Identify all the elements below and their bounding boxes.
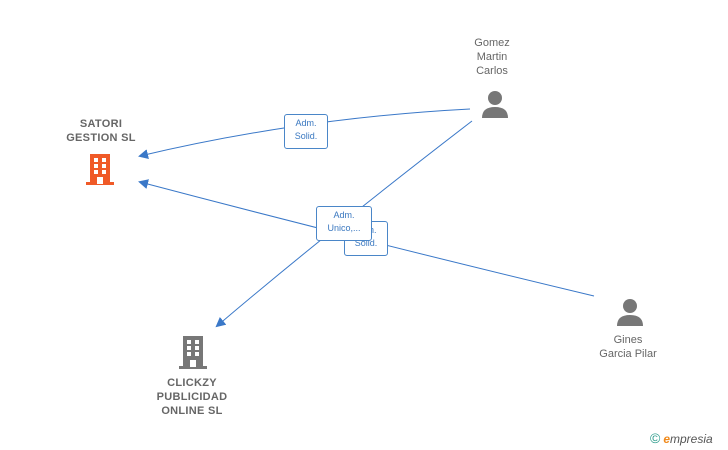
company-label-satori[interactable]: SATORI GESTION SL (66, 118, 136, 144)
building-icon[interactable] (177, 334, 209, 370)
person-icon[interactable] (480, 89, 510, 119)
brand-name: mpresia (670, 432, 713, 446)
person-icon[interactable] (615, 297, 645, 327)
company-label-clickzy[interactable]: CLICKZY PUBLICIDAD ONLINE SL (156, 377, 228, 417)
edge-label-gomez-clickzy[interactable]: Adm. Unico,... (316, 206, 372, 241)
person-label-gomez[interactable]: Gomez Martin Carlos (474, 37, 510, 77)
brand-initial: e (663, 432, 671, 446)
person-label-gines[interactable]: Gines Garcia Pilar (599, 334, 657, 360)
edge-label-gomez-satori[interactable]: Adm. Solid. (284, 114, 328, 149)
copyright-icon: © (650, 430, 661, 446)
empresia-logo: ©empresia (650, 430, 713, 446)
building-icon[interactable] (84, 152, 116, 186)
